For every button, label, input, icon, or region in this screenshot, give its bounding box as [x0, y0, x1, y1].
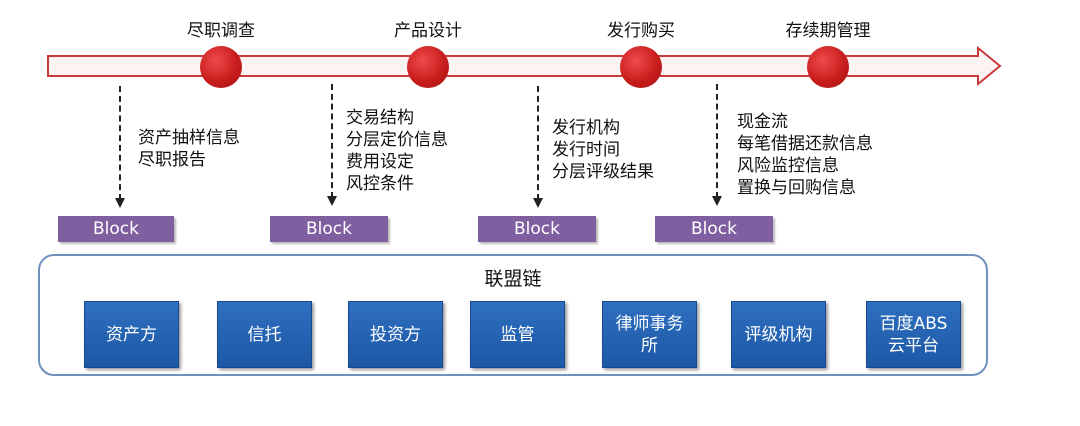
stage-label-product-design: 产品设计: [394, 21, 462, 41]
info-due-diligence: 资产抽样信息 尽职报告: [138, 127, 240, 171]
stage-label-post-issuance: 存续期管理: [785, 21, 871, 41]
connector-issuance: [537, 86, 539, 200]
block-due-diligence: Block: [58, 216, 174, 242]
party-trust: 信托: [217, 301, 312, 368]
info-item: 现金流: [737, 112, 788, 132]
connector-due-diligence: [119, 86, 121, 200]
info-item: 费用设定: [346, 152, 414, 172]
consortium-chain-panel: 联盟链 资产方 信托 投资方 监管 律师事务所 评级机构 百度ABS云平台: [38, 254, 988, 376]
info-item: 发行机构: [552, 118, 620, 138]
stage-marker-product-design: [407, 46, 449, 88]
stage-marker-post-issuance: [807, 46, 849, 88]
connector-arrowhead-issuance: [533, 198, 543, 208]
connector-arrowhead-post-issuance: [712, 196, 722, 206]
info-item: 风险监控信息: [737, 156, 839, 176]
party-rating-agency: 评级机构: [731, 301, 826, 368]
block-issuance: Block: [478, 216, 596, 242]
connector-product-design: [331, 84, 333, 198]
party-asset-originator: 资产方: [84, 301, 179, 368]
info-item: 发行时间: [552, 140, 620, 160]
stage-label-issuance: 发行购买: [607, 21, 675, 41]
info-item: 资产抽样信息: [138, 128, 240, 148]
stage-marker-due-diligence: [200, 46, 242, 88]
info-issuance: 发行机构 发行时间 分层评级结果: [552, 117, 654, 183]
stage-marker-issuance: [620, 46, 662, 88]
connector-arrowhead-due-diligence: [115, 198, 125, 208]
info-post-issuance: 现金流 每笔借据还款信息 风险监控信息 置换与回购信息: [737, 111, 873, 199]
info-item: 置换与回购信息: [737, 178, 856, 198]
consortium-chain-title: 联盟链: [484, 268, 542, 290]
timeline-arrow: [47, 45, 1002, 87]
block-post-issuance: Block: [655, 216, 773, 242]
party-law-firm: 律师事务所: [602, 301, 697, 368]
info-item: 尽职报告: [138, 150, 206, 170]
stage-label-due-diligence: 尽职调查: [187, 21, 255, 41]
info-item: 分层评级结果: [552, 162, 654, 182]
info-item: 分层定价信息: [346, 130, 448, 150]
party-baidu-abs-platform: 百度ABS云平台: [866, 301, 961, 368]
connector-post-issuance: [716, 84, 718, 198]
party-regulator: 监管: [470, 301, 565, 368]
connector-arrowhead-product-design: [327, 196, 337, 206]
info-item: 每笔借据还款信息: [737, 134, 873, 154]
info-product-design: 交易结构 分层定价信息 费用设定 风控条件: [346, 107, 448, 195]
info-item: 交易结构: [346, 108, 414, 128]
party-investor: 投资方: [348, 301, 443, 368]
block-product-design: Block: [270, 216, 388, 242]
info-item: 风控条件: [346, 174, 414, 194]
